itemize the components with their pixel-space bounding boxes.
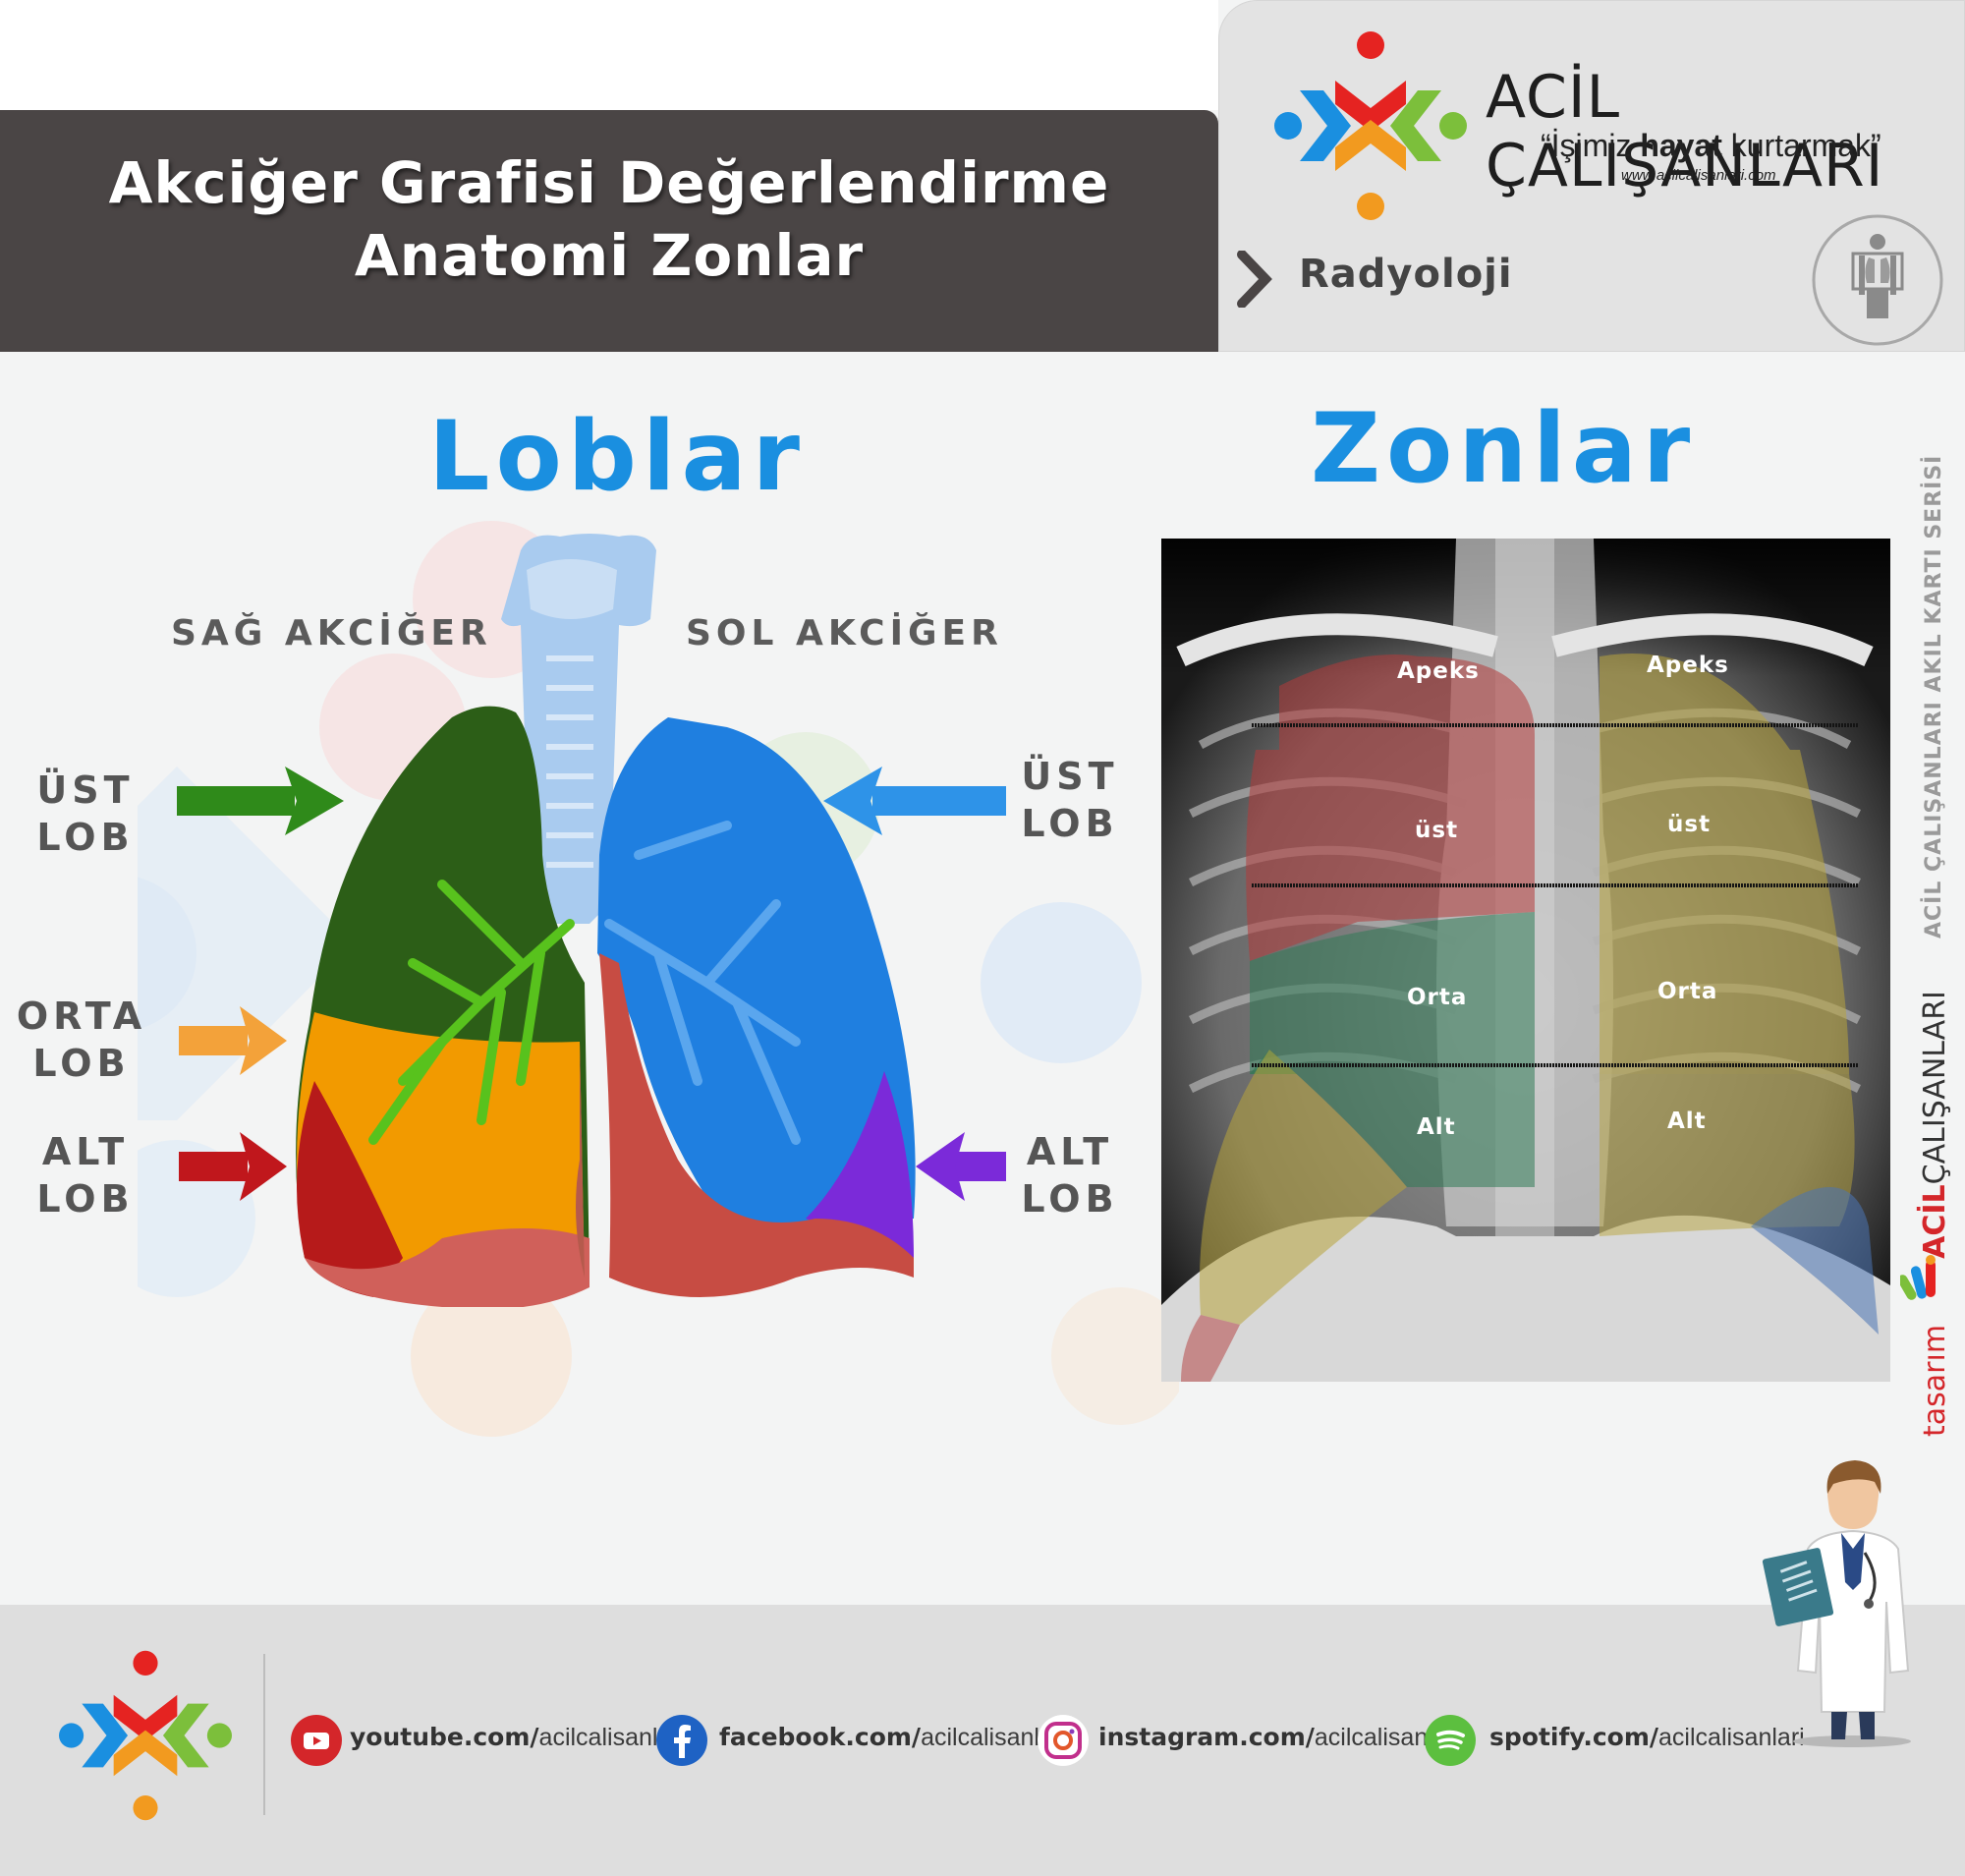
doctor-illustration [1762, 1460, 1911, 1747]
instagram-link[interactable]: instagram.com/acilcalisanlari [1098, 1723, 1461, 1752]
brand-url[interactable]: www.acilcalisanlari.com [1621, 167, 1776, 184]
label-line2: LOB [1021, 802, 1119, 845]
left-zone-lower: Alt [1667, 1109, 1707, 1134]
spotify-icon[interactable] [1425, 1715, 1476, 1766]
right-zone-middle: Orta [1407, 985, 1468, 1010]
right-zone-lower: Alt [1417, 1114, 1456, 1140]
design-credit-brand-rest: ÇALIŞANLARI [1918, 991, 1952, 1185]
arrow-right-middle-icon [179, 1006, 287, 1075]
facebook-link[interactable]: facebook.com/acilcalisanlari [719, 1723, 1067, 1752]
footer-divider [263, 1654, 265, 1815]
brand-logo-icon [1274, 31, 1467, 220]
design-credit: tasarım ACİLÇALIŞANLARI [1918, 991, 1952, 1437]
right-upper-lobe-label: ÜST LOB [22, 767, 149, 861]
spotify-link[interactable]: spotify.com/acilcalisanlari [1489, 1723, 1805, 1752]
slogan-bold: hayat [1640, 128, 1722, 163]
label-line2: LOB [1021, 1177, 1119, 1221]
lungs-illustration [296, 534, 916, 1307]
arrow-left-lower-icon [916, 1132, 1006, 1201]
brand-slogan: “İşimiz hayat kurtarmak” [1541, 128, 1881, 164]
label-line2: LOB [36, 816, 135, 859]
chest-xray-drawing [1161, 539, 1890, 1382]
right-zone-apex: Apeks [1397, 658, 1480, 684]
page-title-line2: Anatomi Zonlar [354, 222, 865, 289]
arrow-right-upper-icon [177, 767, 344, 835]
label-line1: ÜST [1021, 755, 1119, 798]
design-credit-prefix: tasarım [1918, 1324, 1952, 1437]
right-lower-lobe-label: ALT LOB [22, 1128, 149, 1222]
slogan-start: “İşimiz [1541, 128, 1641, 163]
page-title-line1: Akciğer Grafisi Değerlendirme [108, 149, 1110, 216]
header-top-strip [0, 0, 1218, 110]
zones-title: Zonlar [1311, 393, 1697, 505]
left-upper-lobe-label: ÜST LOB [1006, 753, 1134, 847]
instagram-icon[interactable] [1038, 1715, 1089, 1766]
chest-xray-icon [1812, 214, 1943, 346]
category-label[interactable]: Radyoloji [1299, 252, 1513, 297]
label-line1: ORTA [16, 995, 147, 1038]
spotify-link-domain: spotify.com/ [1489, 1723, 1659, 1751]
youtube-link-domain: youtube.com/ [350, 1723, 539, 1751]
footer-logo-icon [59, 1650, 232, 1821]
facebook-link-domain: facebook.com/ [719, 1723, 922, 1751]
label-line2: LOB [36, 1177, 135, 1221]
design-credit-brand-bold: ACİL [1918, 1184, 1952, 1259]
left-zone-upper: üst [1667, 812, 1712, 837]
label-line1: ALT [1026, 1130, 1114, 1173]
brand-name: ACİL ÇALIŞANLARI [1486, 63, 1884, 200]
youtube-link[interactable]: youtube.com/acilcalisanlari [350, 1723, 685, 1752]
right-lung-label: SAĞ AKCİĞER [171, 613, 492, 654]
brand-panel [1218, 0, 1965, 352]
label-line1: ALT [41, 1130, 130, 1173]
right-middle-lobe-label: ORTA LOB [8, 993, 155, 1087]
right-zone-upper: üst [1415, 818, 1459, 843]
left-lower-lobe-label: ALT LOB [1006, 1128, 1134, 1222]
facebook-icon[interactable] [656, 1715, 707, 1766]
spotify-link-handle: acilcalisanlari [1658, 1724, 1805, 1751]
youtube-icon[interactable] [291, 1715, 342, 1766]
left-lung-label: SOL AKCİĞER [686, 613, 1003, 654]
chest-xray-image [1161, 539, 1890, 1382]
lobes-title: Loblar [428, 401, 806, 513]
instagram-link-domain: instagram.com/ [1098, 1723, 1315, 1751]
left-zone-middle: Orta [1657, 979, 1718, 1004]
series-vertical-text: ACİL ÇALIŞANLARI AKIL KARTI SERİSİ [1922, 454, 1946, 938]
arrow-right-lower-icon [179, 1132, 287, 1201]
label-line2: LOB [32, 1042, 131, 1085]
title-band [0, 110, 1218, 352]
left-zone-apex: Apeks [1647, 653, 1729, 678]
label-line1: ÜST [36, 768, 135, 812]
chevron-right-icon [1237, 251, 1272, 308]
design-brand-logo-icon [1900, 1255, 1936, 1300]
arrow-left-upper-icon [823, 767, 1006, 835]
slogan-end: kurtarmak” [1721, 128, 1881, 163]
